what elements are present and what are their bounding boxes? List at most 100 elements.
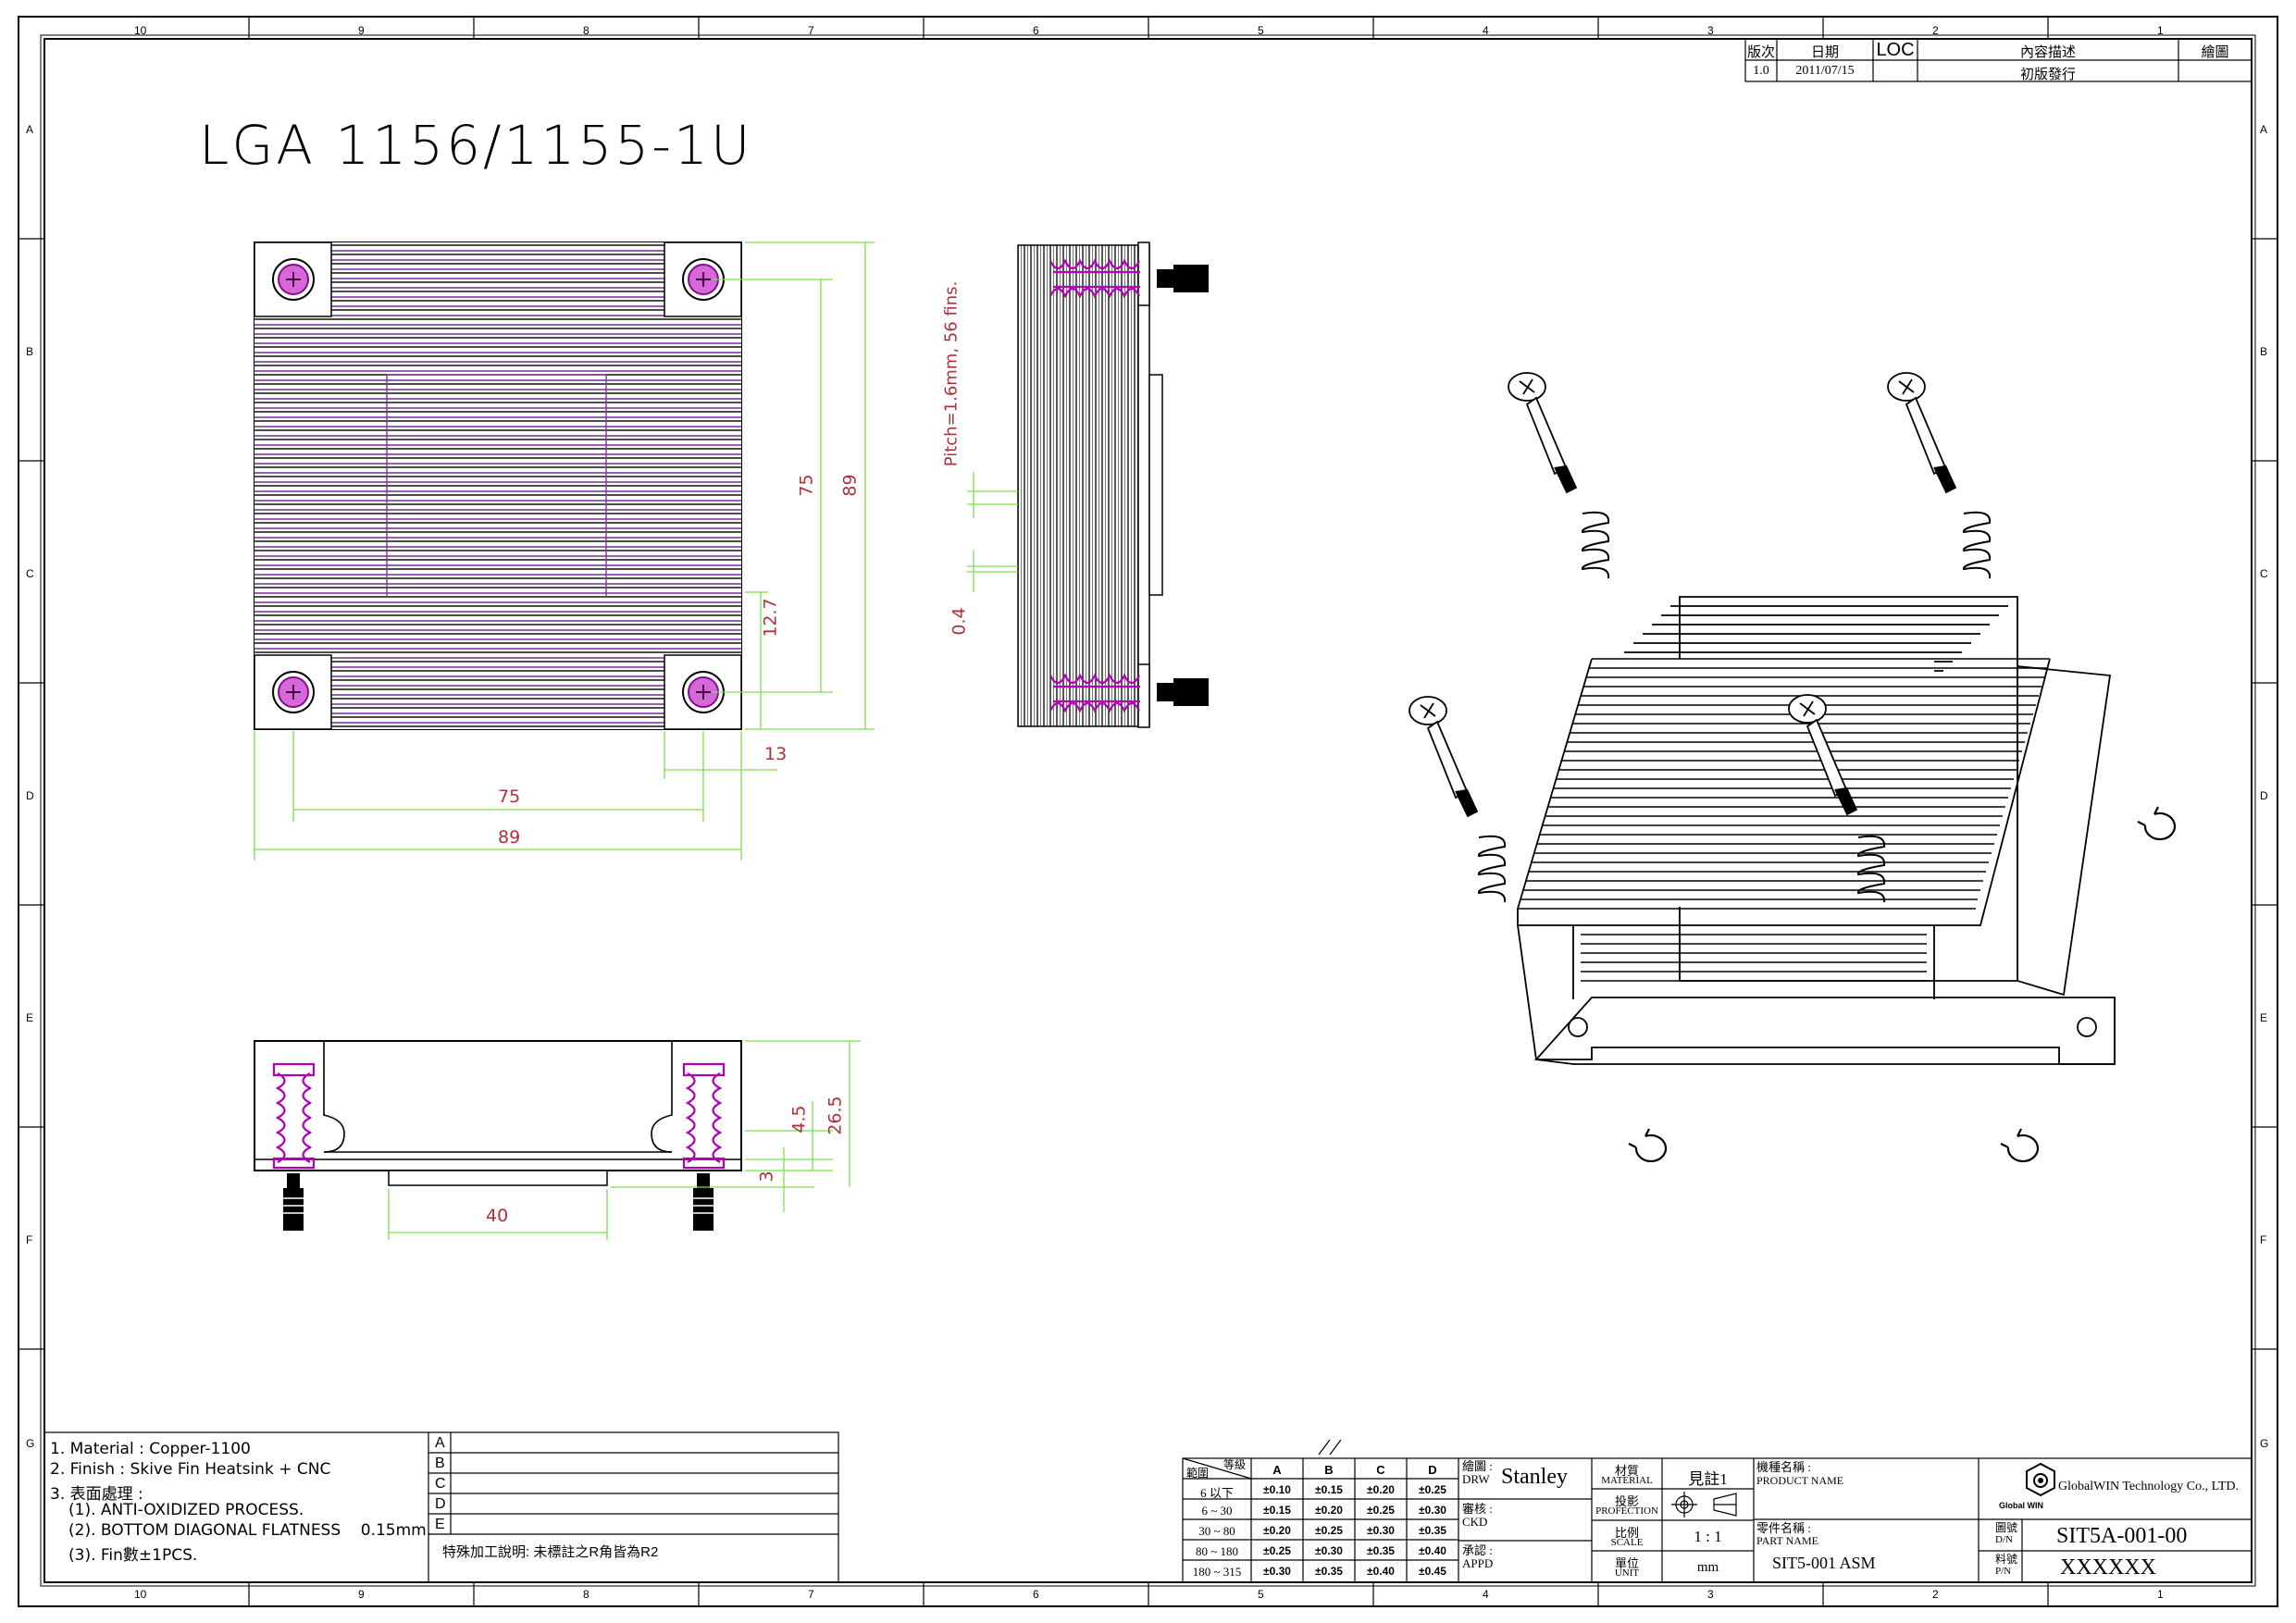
zone-col: 2: [1932, 24, 1939, 37]
tol-value: ±0.35: [1315, 1565, 1343, 1578]
rev-description: 初版發行: [2019, 68, 2076, 82]
tol-value: ±0.20: [1367, 1483, 1395, 1496]
scale-label: SCALE: [1610, 1537, 1644, 1548]
note-surface-3: (3). Fin數±1PCS.: [68, 1546, 198, 1565]
tol-corner-range: 範圍: [1186, 1467, 1210, 1480]
clip-iso: [1628, 806, 2176, 1163]
zone-row: B: [26, 345, 34, 358]
tol-range: 30 ~ 80: [1198, 1524, 1235, 1538]
tol-value: ±0.25: [1419, 1483, 1446, 1496]
tol-range: 6 以下: [1200, 1486, 1234, 1500]
projection-label-cn: 投影: [1614, 1494, 1639, 1508]
isometric-assembly: [1409, 372, 2176, 1163]
zone-col: 2: [1932, 1588, 1939, 1601]
special-processing-note: 特殊加工說明: 未標註之R角皆為R2: [442, 1544, 659, 1560]
zone-col: 8: [583, 24, 590, 37]
dim-0-4: 0.4: [949, 607, 970, 636]
tol-value: ±0.30: [1263, 1565, 1291, 1578]
ckd-label: CKD: [1462, 1515, 1488, 1529]
tol-value: ±0.15: [1315, 1483, 1343, 1496]
drw-label-cn: 繪圖 :: [1462, 1459, 1493, 1473]
tol-grade-d: D: [1428, 1463, 1437, 1477]
zone-col: 6: [1033, 24, 1039, 37]
dn-label-cn: 圖號: [1995, 1521, 2018, 1534]
side-view: [967, 242, 1209, 728]
tol-value: ±0.40: [1419, 1544, 1446, 1557]
dn-label: D/N: [1995, 1534, 2013, 1545]
zone-row: E: [26, 1011, 34, 1024]
zone-row: A: [26, 123, 34, 136]
zone-col: 5: [1258, 24, 1264, 37]
rev-header-drawn: 繪圖: [2201, 45, 2229, 60]
zone-col: 3: [1707, 24, 1714, 37]
tol-range: 180 ~ 315: [1192, 1565, 1242, 1579]
tol-grade-a: A: [1272, 1463, 1282, 1477]
notes-row-a: A: [435, 1435, 445, 1451]
drw-label: DRW: [1462, 1472, 1490, 1486]
zone-col: 8: [583, 1588, 590, 1601]
note-surface-2: (2). BOTTOM DIAGONAL FLATNESS 0.15mm.: [68, 1521, 432, 1540]
product-name-label-cn: 機種名稱 :: [1756, 1460, 1811, 1474]
scale-label-cn: 比例: [1614, 1526, 1639, 1540]
front-view: [254, 1040, 861, 1240]
zone-col: 1: [2157, 24, 2164, 37]
zone-row: E: [2260, 1011, 2268, 1024]
spring-iso: [1477, 511, 1992, 903]
part-number: XXXXXX: [2060, 1555, 2156, 1580]
unit-label-cn: 單位: [1614, 1556, 1639, 1570]
notes-row-d: D: [435, 1496, 446, 1512]
dim-89-horizontal: 89: [498, 827, 521, 848]
company-name: GlobalWIN Technology Co., LTD.: [2058, 1480, 2239, 1493]
dim-75-vertical: 75: [796, 474, 817, 497]
zone-col: 7: [808, 24, 814, 37]
zone-row: A: [2260, 123, 2268, 136]
tol-value: ±0.25: [1263, 1544, 1291, 1557]
dim-13-horizontal: 13: [764, 744, 788, 764]
tol-value: ±0.30: [1367, 1524, 1395, 1537]
zone-col: 4: [1483, 1588, 1489, 1601]
dim-pitch-note: Pitch=1.6mm, 56 fins.: [941, 280, 962, 467]
projection-label: PROFECTION: [1595, 1505, 1658, 1517]
rev-header-version: 版次: [1746, 45, 1775, 60]
note-surface-1: (1). ANTI-OXIDIZED PROCESS.: [68, 1501, 304, 1519]
zone-row: F: [26, 1233, 33, 1246]
rev-header-date: 日期: [1810, 45, 1839, 60]
note-material: 1. Material : Copper-1100: [50, 1440, 251, 1458]
zone-row: B: [2260, 345, 2268, 358]
dim-89-vertical: 89: [839, 474, 861, 497]
tol-range: 6 ~ 30: [1201, 1504, 1233, 1518]
appd-label-cn: 承認 :: [1462, 1543, 1493, 1557]
tol-value: ±0.15: [1263, 1504, 1291, 1517]
tol-value: ±0.25: [1315, 1524, 1343, 1537]
title-block-lines: [1182, 1439, 2253, 1583]
dim-3-vertical: 3: [756, 1171, 777, 1183]
globalwin-logo: [2026, 1462, 2055, 1497]
rev-header-description: 內容描述: [2019, 45, 2076, 60]
zone-col: 7: [808, 1588, 814, 1601]
rev-header-loc: LOC: [1876, 40, 1915, 60]
tol-value: ±0.40: [1367, 1565, 1395, 1578]
notes-table: [43, 1431, 839, 1583]
dim-26-5-vertical: 26.5: [825, 1096, 846, 1135]
screw-iso: [1409, 372, 1957, 818]
zone-row: D: [26, 789, 34, 802]
zone-row: G: [2260, 1437, 2269, 1450]
zone-col: 1: [2157, 1588, 2164, 1601]
rev-version: 1.0: [1753, 64, 1769, 78]
zone-col: 9: [358, 1588, 365, 1601]
notes-row-b: B: [435, 1456, 445, 1471]
part-name-label-cn: 零件名稱 :: [1756, 1521, 1811, 1535]
tol-value: ±0.25: [1367, 1504, 1395, 1517]
screw-top-view: [272, 258, 725, 713]
unit-value: mm: [1696, 1560, 1719, 1575]
part-name-label: PART NAME: [1756, 1534, 1818, 1547]
zone-row: D: [2260, 789, 2268, 802]
tol-corner-grade: 等級: [1223, 1458, 1247, 1471]
drawing-number: SIT5A-001-00: [2056, 1524, 2188, 1548]
dim-4-5-vertical: 4.5: [788, 1105, 810, 1134]
dim-40-horizontal: 40: [486, 1206, 509, 1226]
logo-text: Global WIN: [1999, 1501, 2043, 1510]
tol-value: ±0.20: [1315, 1504, 1343, 1517]
part-name-value: SIT5-001 ASM: [1772, 1554, 1876, 1572]
